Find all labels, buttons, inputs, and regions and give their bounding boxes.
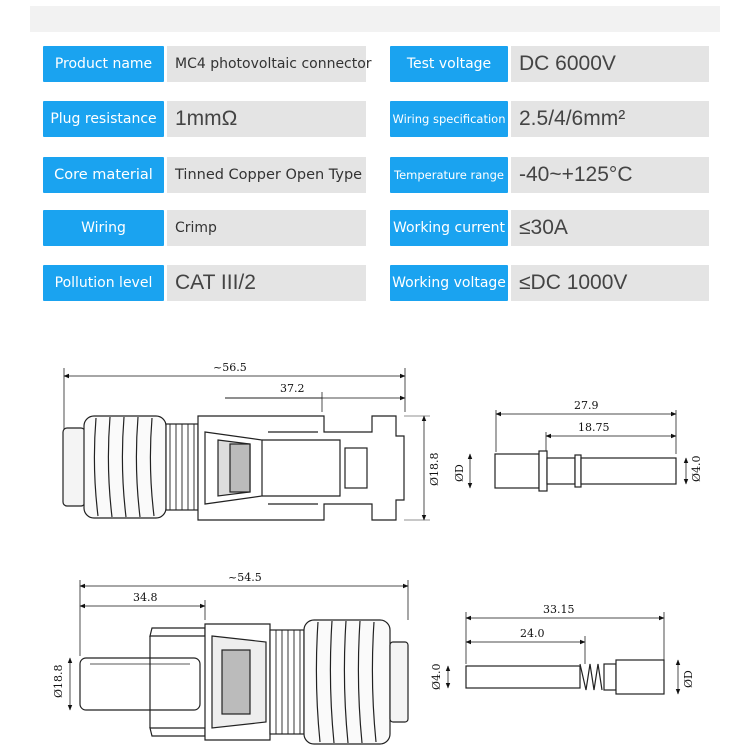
female-pin-shank-label: 18.75 — [578, 421, 610, 434]
female-pin-overall-dimension: 27.9 — [495, 399, 677, 417]
female-diameter-label: Ø18.8 — [428, 452, 441, 486]
pollution-level-label: Pollution level — [43, 265, 164, 301]
male-pin-d-label: ØD — [682, 670, 695, 688]
spec-row-product-name: Product name MC4 photovoltaic connector … — [0, 46, 750, 82]
male-overall-label: ~54.5 — [228, 571, 262, 584]
wiring-label: Wiring — [43, 210, 164, 246]
top-strip — [30, 6, 720, 32]
wiring-value: Crimp — [167, 210, 366, 246]
working-current-label: Working current — [390, 210, 508, 246]
female-pin-overall-label: 27.9 — [574, 399, 599, 412]
product-name-value: MC4 photovoltaic connector — [167, 46, 372, 82]
female-pin-shank-dimension: 18.75 — [545, 421, 677, 439]
wiring-specification-value: 2.5/4/6mm² — [511, 101, 709, 137]
test-voltage-value: DC 6000V — [511, 46, 709, 82]
spec-row-core-material: Core material Tinned Copper Open Type Te… — [0, 157, 750, 193]
working-voltage-label: Working voltage — [390, 265, 508, 301]
spec-row-pollution-level: Pollution level CAT III/2 Working voltag… — [0, 265, 750, 301]
core-material-value: Tinned Copper Open Type — [167, 157, 366, 193]
temperature-range-value: -40~+125°C — [511, 157, 709, 193]
spec-row-wiring: Wiring Crimp Working current ≤30A — [0, 210, 750, 246]
female-connector-drawing — [62, 368, 430, 521]
female-body-label: 37.2 — [280, 382, 305, 395]
female-pin-diameter-label: Ø4.0 — [690, 455, 703, 482]
male-pin-drawing — [445, 612, 681, 695]
working-current-value: ≤30A — [511, 210, 709, 246]
female-body-dimension: 37.2 — [225, 382, 406, 401]
female-pin-d-label: ØD — [453, 464, 466, 482]
pollution-level-value: CAT III/2 — [167, 265, 366, 301]
female-pin-drawing — [467, 410, 689, 492]
temperature-range-label: Temperature range — [390, 157, 508, 193]
male-body-dimension: 34.8 — [79, 591, 206, 609]
plug-resistance-label: Plug resistance — [43, 101, 164, 137]
product-name-label: Product name — [43, 46, 164, 82]
male-diameter-label: Ø18.8 — [52, 664, 65, 698]
male-pin-overall-label: 33.15 — [543, 603, 575, 616]
male-pin-overall-dimension: 33.15 — [465, 603, 665, 621]
male-pin-shank-label: 24.0 — [520, 627, 545, 640]
plug-resistance-value: 1mmΩ — [167, 101, 366, 137]
test-voltage-label: Test voltage — [390, 46, 508, 82]
male-connector-drawing — [67, 580, 409, 745]
female-overall-label: ~56.5 — [213, 361, 247, 374]
female-overall-dimension: ~56.5 — [63, 361, 406, 379]
male-body-label: 34.8 — [133, 591, 158, 604]
working-voltage-value: ≤DC 1000V — [511, 265, 709, 301]
male-pin-shank-dimension: 24.0 — [465, 627, 586, 645]
male-pin-diameter-label: Ø4.0 — [430, 663, 443, 690]
male-overall-dimension: ~54.5 — [79, 571, 409, 589]
spec-row-plug-resistance: Plug resistance 1mmΩ Wiring specificatio… — [0, 101, 750, 137]
wiring-specification-label: Wiring specification — [390, 101, 508, 137]
core-material-label: Core material — [43, 157, 164, 193]
